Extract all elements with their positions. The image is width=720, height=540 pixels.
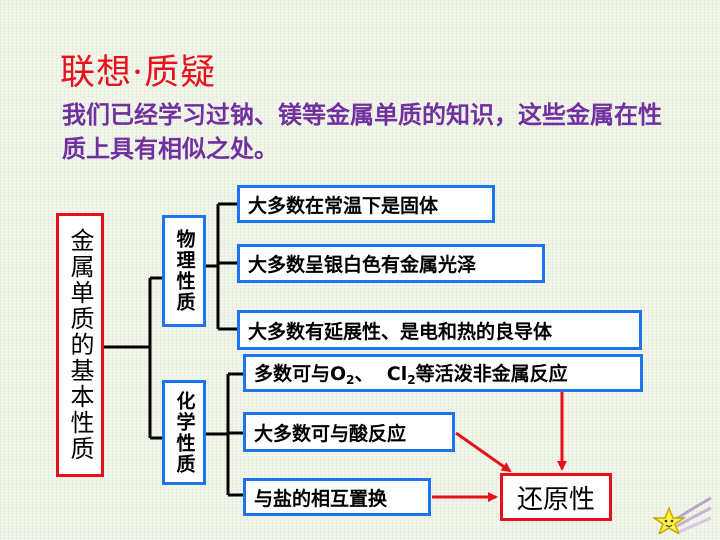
item1-pre: 多数可与O — [254, 363, 347, 385]
item1-sub-cl: 2 — [407, 373, 416, 387]
chemical-item-3-text: 与盐的相互置换 — [254, 487, 388, 510]
physical-item-2-text: 大多数呈银白色有金属光泽 — [248, 254, 477, 276]
item1-mid: 、 Cl — [354, 363, 408, 385]
conclusion-node: 还原性 — [500, 473, 612, 521]
physical-item-1: 大多数在常温下是固体 — [237, 185, 495, 223]
item1-post: 等活泼非金属反应 — [415, 363, 568, 385]
physical-node: 物理性质 — [162, 215, 206, 327]
root-label: 金属单质的基本性质 — [66, 228, 94, 462]
physical-item-2: 大多数呈银白色有金属光泽 — [237, 244, 545, 283]
intro-text: 我们已经学习过钠、镁等金属单质的知识，这些金属在性质上具有相似之处。 — [62, 101, 662, 163]
shooting-star-icon — [653, 496, 712, 534]
conclusion-label: 还原性 — [516, 484, 595, 515]
chemical-item-1-text: 多数可与O2、 Cl2等活泼非金属反应 — [254, 359, 568, 387]
page-title: 联想·质疑 — [60, 53, 217, 93]
chemical-item-3: 与盐的相互置换 — [243, 478, 431, 516]
physical-item-3-text: 大多数有延展性、是电和热的良导体 — [248, 320, 553, 343]
arrow-from-acid — [455, 431, 512, 473]
root-node: 金属单质的基本性质 — [56, 213, 104, 477]
item1-sub-o: 2 — [346, 373, 355, 387]
chemical-item-2-text: 大多数可与酸反应 — [254, 422, 407, 445]
chemical-node: 化学性质 — [162, 380, 206, 485]
chemical-item-1: 多数可与O2、 Cl2等活泼非金属反应 — [243, 354, 643, 392]
physical-item-3: 大多数有延展性、是电和热的良导体 — [237, 310, 642, 350]
chemical-label: 化学性质 — [173, 390, 196, 475]
physical-label: 物理性质 — [173, 229, 196, 313]
physical-item-1-text: 大多数在常温下是固体 — [248, 194, 439, 217]
chemical-item-2: 大多数可与酸反应 — [243, 412, 455, 452]
